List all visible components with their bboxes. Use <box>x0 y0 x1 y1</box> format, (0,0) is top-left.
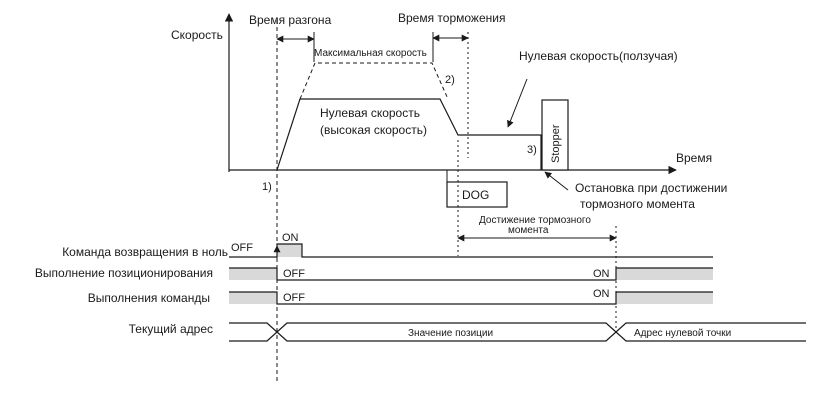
signal-state-off: OFF <box>283 292 305 304</box>
stop-note-2: тормозного момента <box>580 197 695 211</box>
stopper-box <box>541 99 569 171</box>
signal-row-return-to-zero: Команда возвращения в ноль OFF ON <box>62 232 713 259</box>
address-bus-row: Текущий адрес Значение позиции Адрес нул… <box>129 322 806 342</box>
marker-3: 3) <box>527 144 537 156</box>
marker-2: 2) <box>445 74 455 86</box>
stopper-label: Stopper <box>550 124 562 163</box>
position-value-label: Значение позиции <box>408 328 493 339</box>
decel-time-label: Время торможения <box>398 11 505 25</box>
speed-profile <box>276 98 542 171</box>
zero-point-address-label: Адрес нулевой точки <box>634 328 731 339</box>
signal-label: Выполнения команды <box>88 291 210 305</box>
address-label: Текущий адрес <box>129 322 213 336</box>
time-axis-label: Время <box>676 151 712 165</box>
torque-reach-label-2: момента <box>508 225 549 236</box>
signal-row-positioning: Выполнение позиционирования OFF ON <box>35 266 713 281</box>
stop-note-1: Остановка при достижении <box>575 181 727 195</box>
signal-state-on: ON <box>282 232 299 244</box>
zero-speed-high-label-1: Нулевая скорость <box>320 106 420 120</box>
creep-pointer-arrow <box>507 78 528 128</box>
accel-time-label: Время разгона <box>249 13 332 27</box>
stop-pointer-arrow <box>544 171 569 191</box>
signal-label: Выполнение позиционирования <box>35 266 213 280</box>
zero-speed-high-label-2: (высокая скорость) <box>320 123 427 137</box>
zero-speed-creep-label: Нулевая скорость(ползучая) <box>519 49 678 63</box>
signal-state-on: ON <box>593 288 610 300</box>
signal-label: Команда возвращения в ноль <box>62 245 228 259</box>
max-speed-label: Максимальная скорость <box>314 48 427 59</box>
signal-row-command-execution: Выполнения команды OFF ON <box>88 288 713 305</box>
dog-box <box>446 181 508 208</box>
speed-axis-label: Скорость <box>171 28 223 42</box>
speed-graph: Скорость Время Stopper DOG Время разгона… <box>171 11 727 211</box>
max-speed-profile <box>299 62 449 100</box>
torque-reach-label-1: Достижение тормозного <box>479 215 591 226</box>
dog-label: DOG <box>462 188 489 202</box>
marker-1: 1) <box>262 181 272 193</box>
signal-state-on: ON <box>593 268 610 280</box>
signal-state-off: OFF <box>283 268 305 280</box>
signal-state-off: OFF <box>231 242 253 254</box>
